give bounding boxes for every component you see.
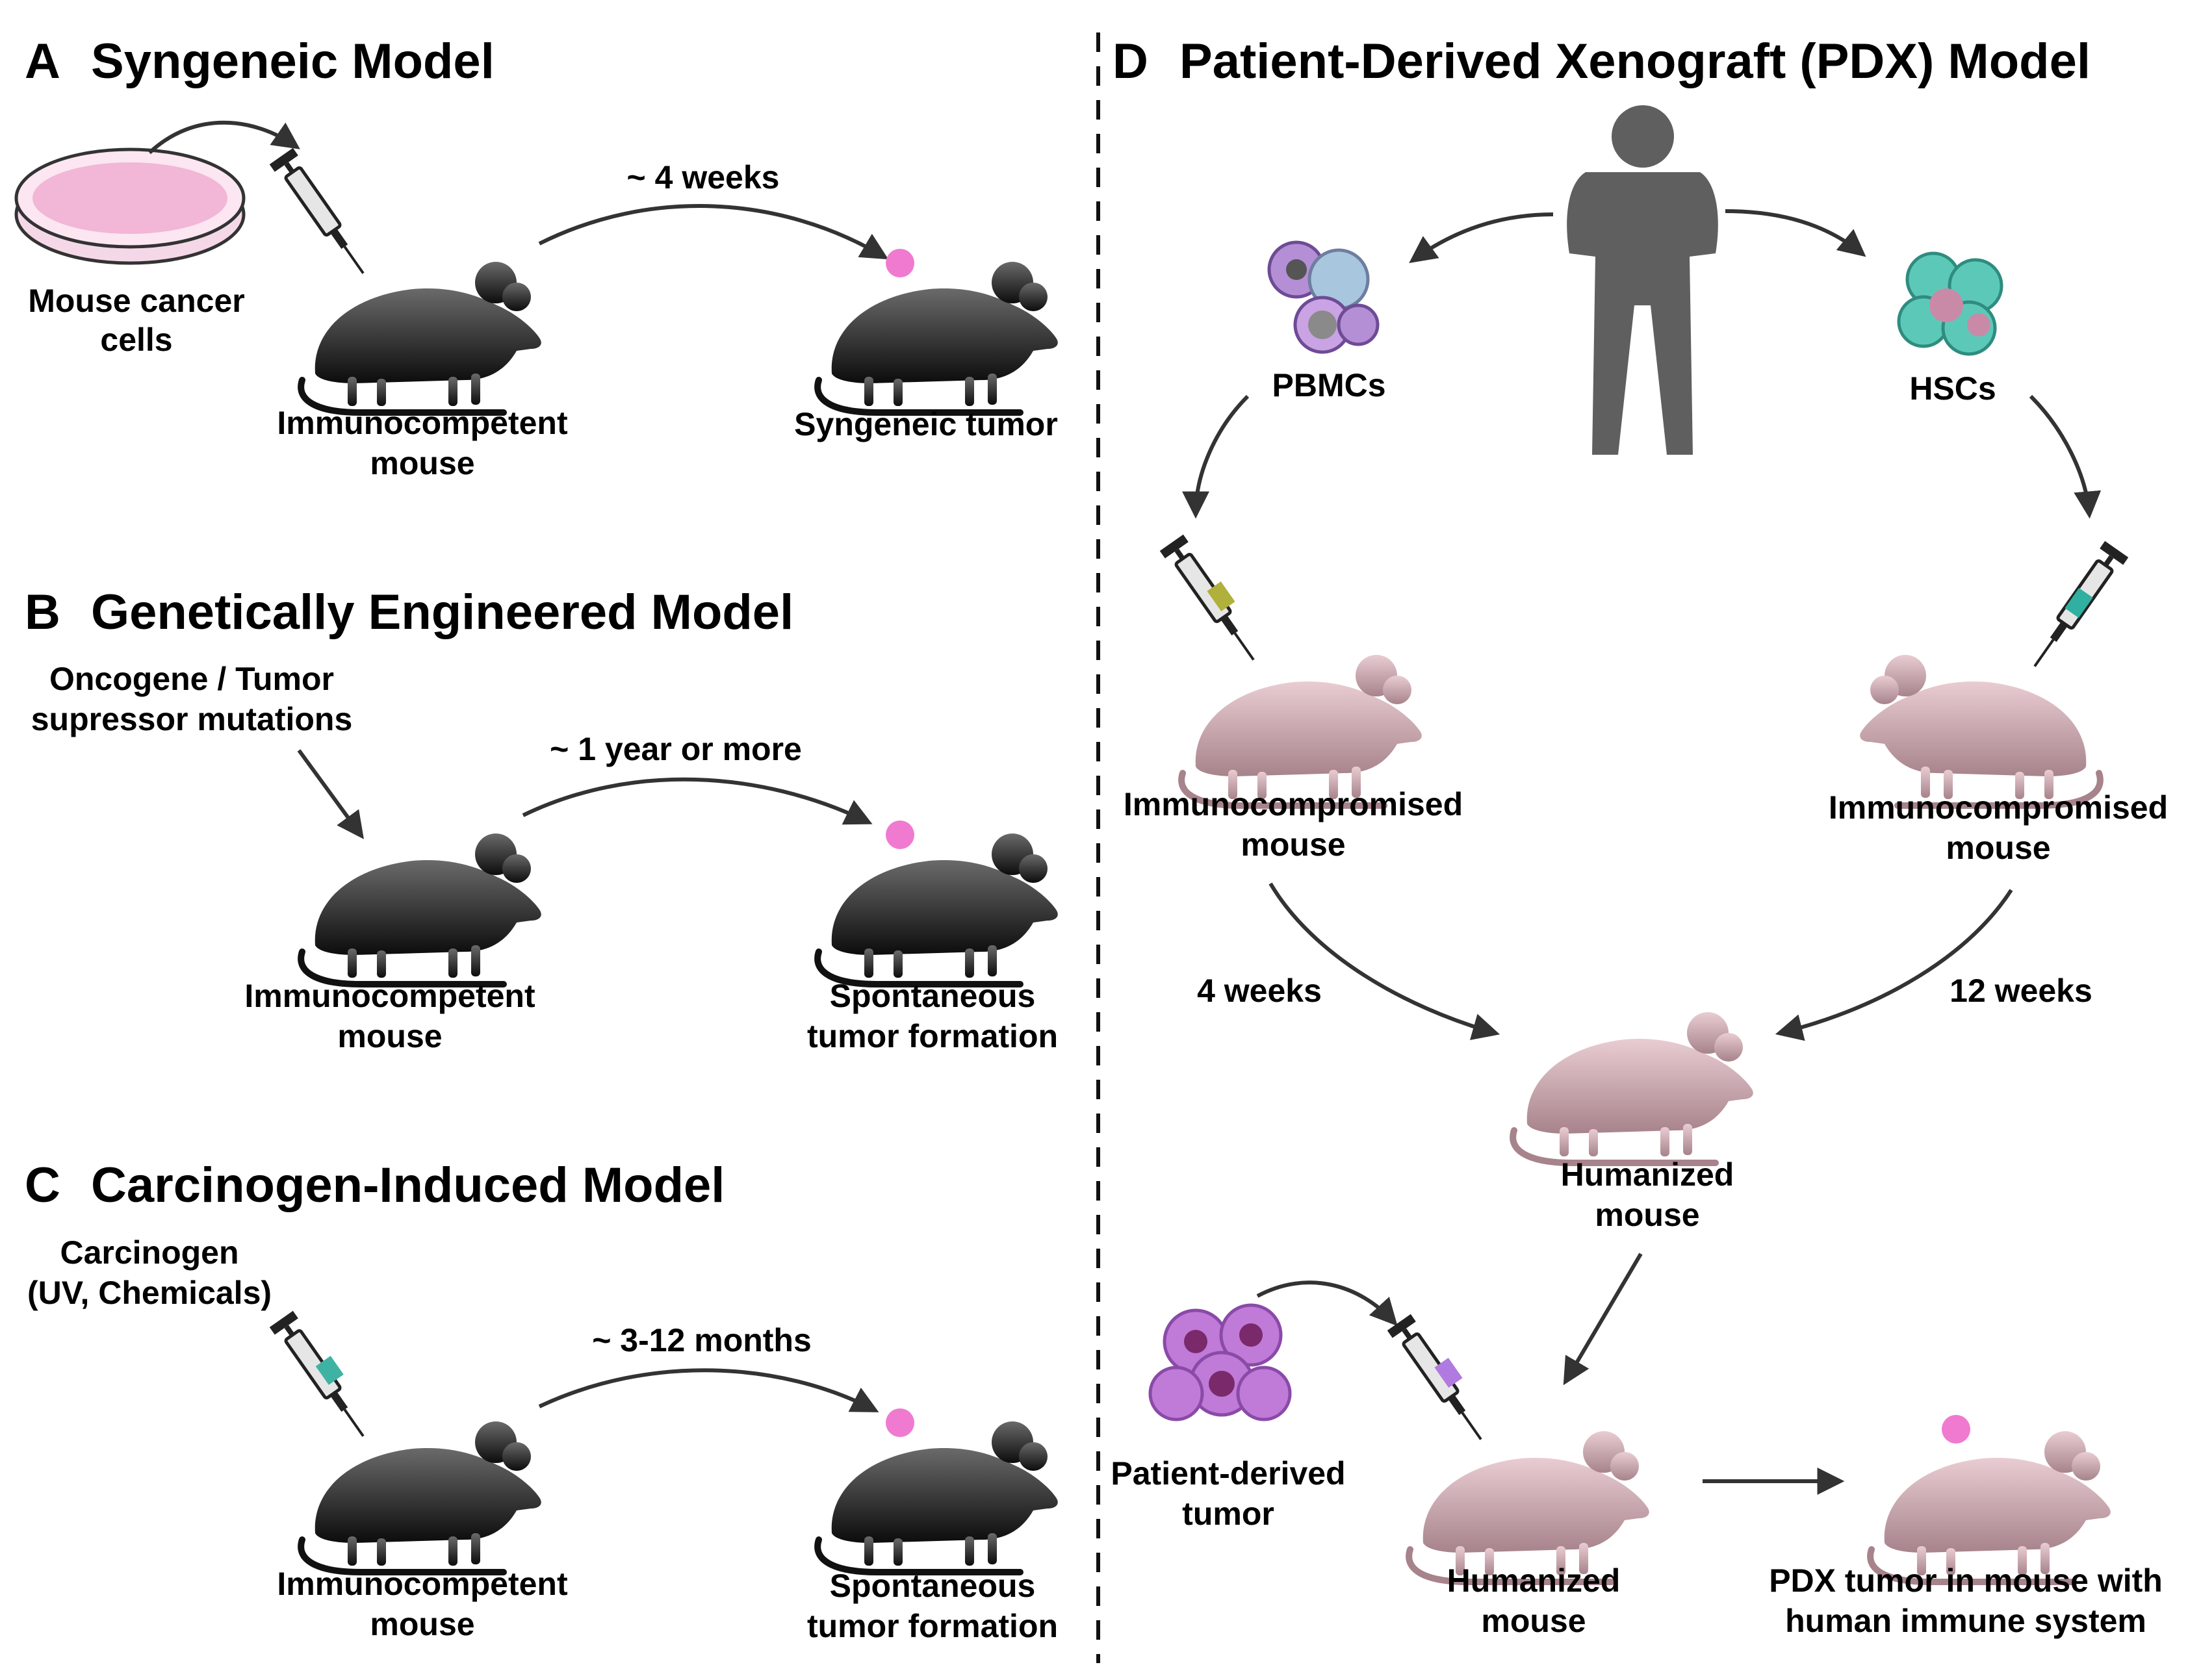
panel-c-result-line1: Spontaneous [830, 1568, 1036, 1604]
panel-a-interval: ~ 4 weeks [627, 159, 780, 196]
humanized2-line2: mouse [1481, 1603, 1586, 1639]
panel-b: B Genetically Engineered Model Oncogene … [25, 585, 1058, 1054]
mutation-arrow [297, 749, 364, 839]
panel-c-source-line1: Carcinogen [60, 1234, 238, 1271]
humanized-line1: Humanized [1561, 1156, 1734, 1193]
syringe-icon [270, 148, 375, 281]
carcinogen-fill-icon [315, 1356, 344, 1385]
panel-a-source-line2: cells [100, 322, 172, 358]
humanized-line2: mouse [1595, 1197, 1699, 1233]
humanized-mouse-icon [1513, 1012, 1753, 1163]
panel-d-letter: D [1113, 34, 1148, 89]
hsc-fill-icon [2065, 587, 2093, 618]
tumor-icon [886, 249, 914, 277]
tumor-fill-icon [1434, 1357, 1463, 1388]
immunocompetent-mouse-icon [301, 262, 541, 413]
left-mouse-line1: Immunocompromised [1124, 786, 1463, 822]
right-interval: 12 weeks [1950, 973, 2092, 1009]
final-line1: PDX tumor in mouse with [1769, 1562, 2163, 1599]
hsc-down-arrow [2029, 394, 2102, 519]
panel-d: D Patient-Derived Xenograft (PDX) Model … [1111, 34, 2168, 1639]
immunocompromised-mouse-right-icon [1860, 655, 2100, 806]
right-mouse-line1: Immunocompromised [1829, 789, 2168, 826]
panel-b-result-line2: tumor formation [807, 1018, 1058, 1054]
immunocompetent-mouse-icon [301, 834, 541, 984]
cells-to-syringe-arrow [148, 120, 300, 155]
panel-b-time-arrow [522, 777, 873, 825]
tumor-line1: Patient-derived [1111, 1455, 1345, 1492]
panel-a-source-line1: Mouse cancer [28, 283, 244, 319]
panel-c-interval: ~ 3-12 months [592, 1322, 812, 1358]
panel-c-mouse-line2: mouse [370, 1606, 474, 1642]
panel-c-result-line2: tumor formation [807, 1608, 1058, 1644]
tumor-icon [886, 821, 914, 849]
pdx-mouse-icon [1870, 1431, 2111, 1582]
panel-a-mouse-line1: Immunocompetent [277, 405, 568, 441]
panel-b-source-line2: supressor mutations [31, 701, 353, 737]
hsc-cells-icon [1897, 251, 2003, 356]
panel-b-mouse-line2: mouse [337, 1018, 442, 1054]
pbmc-syringe-icon [1160, 535, 1265, 668]
panel-d-title: Patient-Derived Xenograft (PDX) Model [1179, 34, 2091, 89]
panel-c-source-line2: (UV, Chemicals) [27, 1275, 272, 1311]
tumor-syringe-icon [1387, 1314, 1493, 1447]
hscs-label: HSCs [1909, 370, 1996, 407]
pdx-tumor-icon [1942, 1415, 1970, 1444]
patient-tumor-icon [1148, 1303, 1292, 1421]
pbmc-fill-icon [1207, 581, 1235, 612]
syringe-icon [270, 1311, 375, 1444]
left-mouse-line2: mouse [1241, 826, 1345, 863]
tumor-mouse-icon [817, 262, 1058, 413]
panel-b-mouse-line1: Immunocompetent [244, 978, 535, 1014]
panel-b-result-line1: Spontaneous [830, 978, 1036, 1014]
immunocompromised-mouse-left-icon [1181, 655, 1422, 806]
pbmc-cells-icon [1267, 240, 1380, 354]
tumor-line2: tumor [1182, 1495, 1274, 1532]
panel-c: C Carcinogen-Induced Model Carcinogen (U… [25, 1158, 1058, 1644]
tumor-icon [886, 1408, 914, 1437]
panel-a-mouse-line2: mouse [370, 445, 474, 481]
tumor-to-syringe-arrow [1256, 1280, 1398, 1327]
tumor-mouse-icon [817, 1421, 1058, 1572]
panel-b-letter: B [25, 585, 60, 640]
humanized2-line1: Humanized [1447, 1562, 1621, 1599]
panel-b-source-line1: Oncogene / Tumor [49, 661, 334, 697]
pbmc-down-arrow [1182, 394, 1250, 519]
right-mouse-line2: mouse [1946, 830, 2050, 866]
human-to-hsc-arrow [1725, 209, 1866, 257]
panel-a-title: Syngeneic Model [91, 34, 495, 89]
tumor-mouse-icon [817, 834, 1058, 984]
immunocompetent-mouse-icon [301, 1421, 541, 1572]
final-line2: human immune system [1785, 1603, 2146, 1639]
panel-c-title: Carcinogen-Induced Model [91, 1158, 725, 1213]
panel-a-time-arrow [538, 204, 889, 260]
panel-c-time-arrow [538, 1368, 879, 1412]
panel-c-mouse-line1: Immunocompetent [277, 1566, 568, 1602]
humanized-mouse-2-icon [1409, 1431, 1649, 1582]
left-to-humanized-arrow [1268, 882, 1500, 1040]
panel-a: A Syngeneic Model Mouse cancer cells Imm… [14, 34, 1058, 481]
left-interval: 4 weeks [1197, 973, 1322, 1009]
human-to-pbmc-arrow [1409, 212, 1554, 263]
panel-a-result: Syngeneic tumor [794, 406, 1058, 442]
panel-b-title: Genetically Engineered Model [91, 585, 793, 640]
panel-c-letter: C [25, 1158, 60, 1213]
right-to-humanized-arrow [1775, 889, 2013, 1041]
human-icon [1567, 105, 1718, 455]
pbmcs-label: PBMCs [1272, 367, 1385, 403]
petri-dish-icon [14, 147, 246, 265]
panel-b-interval: ~ 1 year or more [550, 731, 802, 767]
panel-a-letter: A [25, 34, 60, 89]
humanized-down-arrow [1563, 1253, 1643, 1386]
